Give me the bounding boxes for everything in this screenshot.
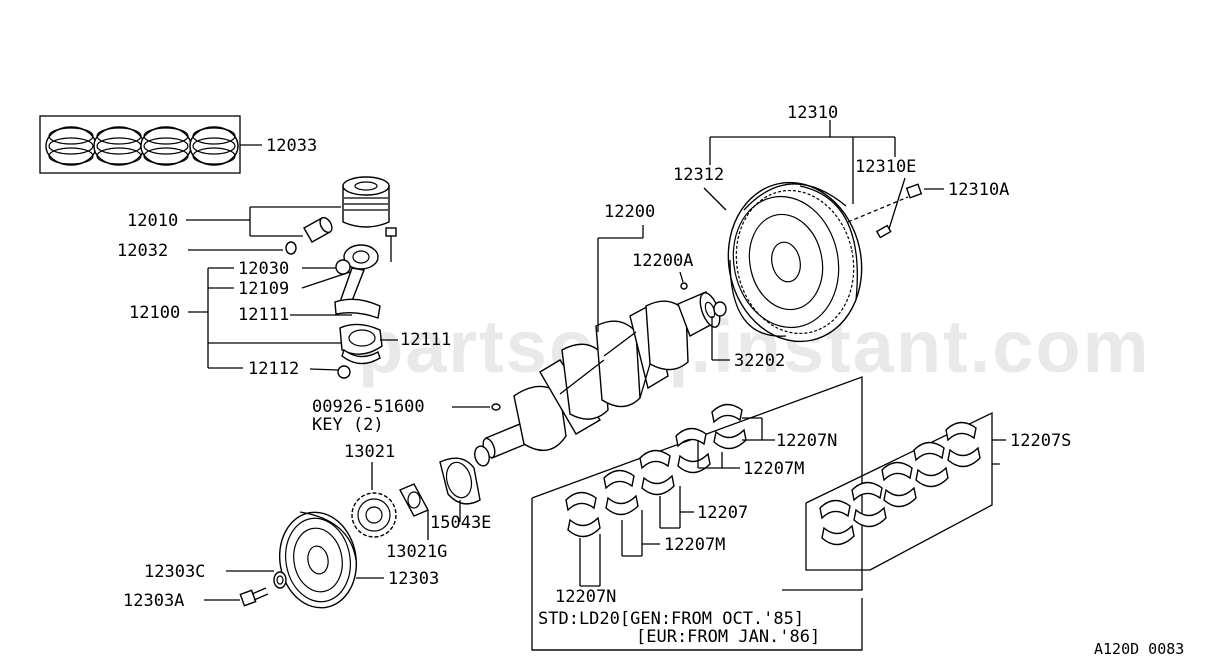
crank-timing-sprocket[interactable] bbox=[351, 492, 397, 538]
label-32202[interactable]: 32202 bbox=[734, 351, 785, 371]
main-bearing-s-shells[interactable] bbox=[819, 421, 981, 546]
oil-thrower[interactable] bbox=[439, 457, 481, 505]
label-12310[interactable]: 12310 bbox=[787, 103, 838, 123]
connecting-rod[interactable] bbox=[334, 244, 381, 319]
crankshaft-pulley[interactable] bbox=[272, 506, 364, 614]
piston[interactable] bbox=[342, 176, 390, 228]
note-std-line2: [EUR:FROM JAN.'86] bbox=[636, 627, 820, 647]
piston-ring-set[interactable] bbox=[39, 115, 241, 174]
connecting-rod-bolt[interactable] bbox=[385, 227, 397, 262]
label-12010[interactable]: 12010 bbox=[127, 211, 178, 231]
label-12207m-bot[interactable]: 12207M bbox=[664, 535, 725, 555]
connecting-rod-bushing[interactable] bbox=[335, 259, 351, 275]
label-12030[interactable]: 12030 bbox=[238, 259, 289, 279]
label-12207n-top[interactable]: 12207N bbox=[776, 431, 837, 451]
crank-spacer[interactable] bbox=[473, 445, 492, 468]
flywheel[interactable] bbox=[714, 170, 876, 354]
connecting-rod-bearing[interactable] bbox=[341, 348, 381, 365]
label-12032[interactable]: 12032 bbox=[117, 241, 168, 261]
label-13021[interactable]: 13021 bbox=[344, 442, 395, 462]
label-12109[interactable]: 12109 bbox=[238, 279, 289, 299]
label-15043e[interactable]: 15043E bbox=[430, 513, 491, 533]
label-13021g[interactable]: 13021G bbox=[386, 542, 447, 562]
label-12033[interactable]: 12033 bbox=[266, 136, 317, 156]
label-12207s[interactable]: 12207S bbox=[1010, 431, 1071, 451]
pulley-washer[interactable] bbox=[273, 571, 287, 589]
label-12207[interactable]: 12207 bbox=[697, 503, 748, 523]
piston-pin-snap-ring[interactable] bbox=[285, 241, 297, 255]
rod-cap[interactable] bbox=[339, 323, 383, 355]
note-std-line1: STD:LD20[GEN:FROM OCT.'85] bbox=[538, 609, 804, 629]
label-key-qty: KEY (2) bbox=[312, 415, 384, 435]
label-12303c[interactable]: 12303C bbox=[144, 562, 205, 582]
label-12111-right[interactable]: 12111 bbox=[400, 330, 451, 350]
label-12207m-top[interactable]: 12207M bbox=[743, 459, 804, 479]
woodruff-key[interactable] bbox=[491, 403, 501, 411]
diagram-code: A120D 0083 bbox=[1094, 640, 1184, 658]
label-12310a[interactable]: 12310A bbox=[948, 180, 1009, 200]
label-12100[interactable]: 12100 bbox=[129, 303, 180, 323]
piston-pin[interactable] bbox=[303, 216, 334, 243]
label-12303a[interactable]: 12303A bbox=[123, 591, 184, 611]
label-00926-51600[interactable]: 00926-51600 bbox=[312, 397, 425, 417]
label-12111-left[interactable]: 12111 bbox=[238, 305, 289, 325]
pulley-bolt[interactable] bbox=[239, 587, 269, 607]
label-12112[interactable]: 12112 bbox=[248, 359, 299, 379]
label-12310e[interactable]: 12310E bbox=[855, 157, 916, 177]
label-12200[interactable]: 12200 bbox=[604, 202, 655, 222]
crankshaft[interactable] bbox=[481, 290, 724, 459]
label-12200a[interactable]: 12200A bbox=[632, 251, 693, 271]
label-12312[interactable]: 12312 bbox=[673, 165, 724, 185]
label-12303[interactable]: 12303 bbox=[388, 569, 439, 589]
flywheel-bolt[interactable] bbox=[905, 183, 923, 199]
crankshaft-plug[interactable] bbox=[680, 282, 688, 290]
main-bearing-s-group bbox=[805, 411, 1000, 571]
pilot-bushing[interactable] bbox=[713, 301, 727, 317]
flywheel-dowel-pin[interactable] bbox=[875, 224, 892, 239]
label-12207n-bot[interactable]: 12207N bbox=[555, 587, 616, 607]
connecting-rod-nut[interactable] bbox=[337, 365, 351, 379]
crank-sprocket-spacer[interactable] bbox=[399, 483, 429, 517]
